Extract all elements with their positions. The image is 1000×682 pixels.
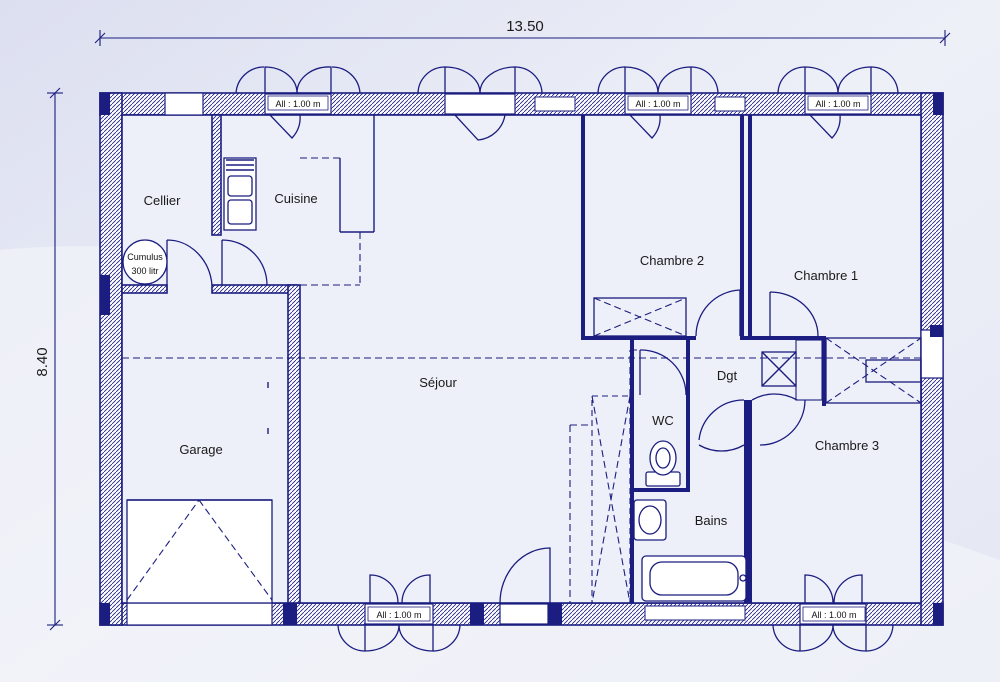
room-label-dgt: Dgt [717,368,738,383]
interior-walls [121,114,922,604]
room-labels: Cellier Cuisine Cumulus 300 litr Séjour … [127,191,879,528]
window-label-bottom-2: All : 1.00 m [811,610,856,620]
cumulus-tank [122,239,168,285]
width-dimension: 13.50 [94,18,951,46]
room-label-chambre3: Chambre 3 [815,438,879,453]
room-label-chambre2: Chambre 2 [640,253,704,268]
fixtures [122,157,747,604]
height-dimension: 8.40 [34,87,63,631]
room-label-sejour: Séjour [419,375,457,390]
room-label-bains: Bains [695,513,728,528]
room-label-wc: WC [652,413,674,428]
window-label-top-1: All : 1.00 m [275,99,320,109]
room-label-cuisine: Cuisine [274,191,317,206]
room-label-garage: Garage [179,442,222,457]
cumulus-label-line2: 300 litr [131,266,158,276]
width-dimension-label: 13.50 [506,18,544,35]
window-label-bottom-1: All : 1.00 m [376,610,421,620]
window-label-top-2: All : 1.00 m [635,99,680,109]
window-label-top-3: All : 1.00 m [815,99,860,109]
window-labels: All : 1.00 m All : 1.00 m All : 1.00 m A… [267,95,869,622]
height-dimension-label: 8.40 [34,347,51,376]
window-swings [235,66,899,652]
cumulus-label-line1: Cumulus [127,252,163,262]
room-label-chambre1: Chambre 1 [794,268,858,283]
interior-doors [639,289,819,452]
room-label-cellier: Cellier [144,193,182,208]
